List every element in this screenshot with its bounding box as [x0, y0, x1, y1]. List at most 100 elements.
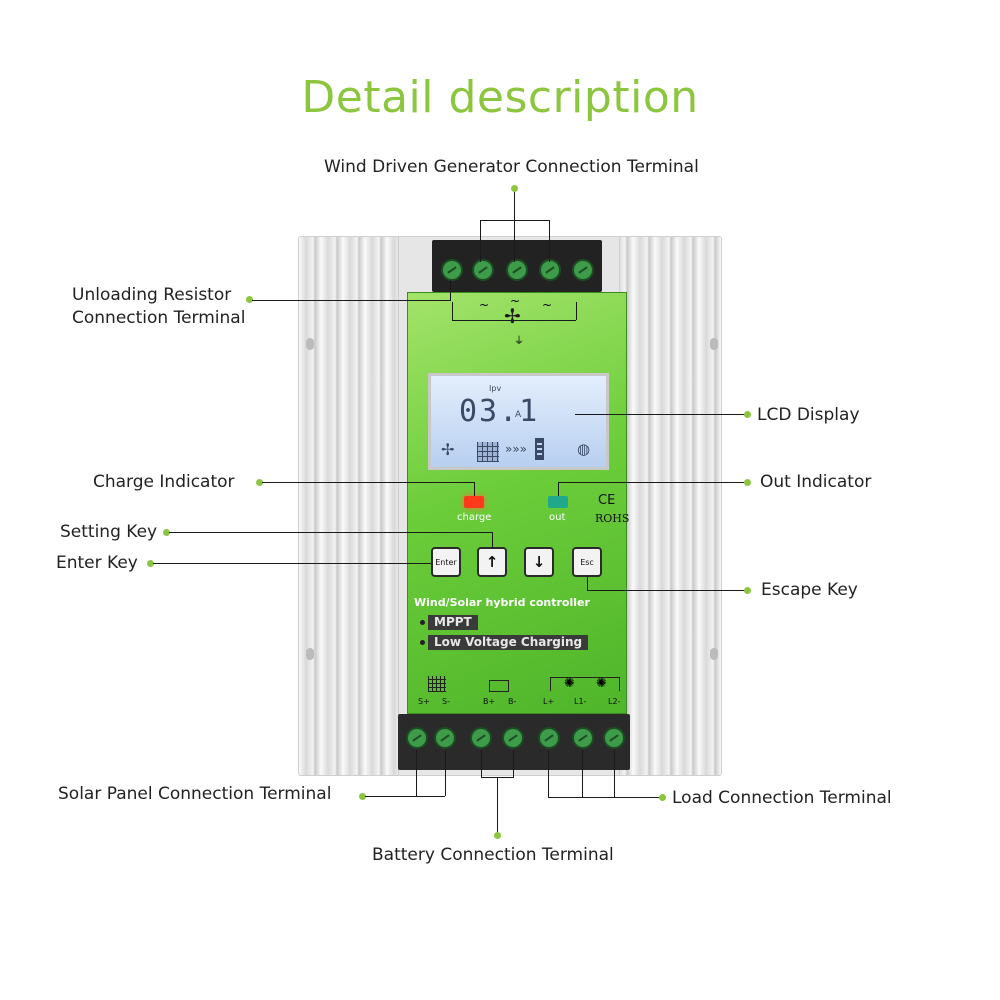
mppt-badge: MPPT: [428, 615, 478, 630]
callout-dot: [744, 479, 751, 486]
callout-setting-key: Setting Key: [60, 522, 158, 542]
charge-led: [464, 496, 484, 508]
leader-line: [450, 280, 451, 301]
callout-dot: [744, 411, 751, 418]
out-led: [548, 496, 568, 508]
callout-dot: [744, 587, 751, 594]
solar-panel-icon: [428, 676, 446, 692]
port-label-l-plus: L+: [543, 697, 555, 706]
callout-wind-terminal: Wind Driven Generator Connection Termina…: [324, 157, 699, 177]
unload-terminal-screw[interactable]: [472, 259, 494, 281]
battery-terminal-screw[interactable]: [470, 727, 492, 749]
callout-escape-key: Escape Key: [761, 580, 858, 600]
callout-unload-terminal-line1: Unloading Resistor: [72, 285, 232, 305]
callout-dot: [256, 479, 263, 486]
bullet-dot: [420, 640, 425, 645]
solar-panel-icon: [477, 442, 499, 462]
port-label-l2-minus: L2-: [608, 697, 621, 706]
leader-line: [513, 750, 514, 777]
battery-icon: [489, 680, 509, 692]
port-label-l1-minus: L1-: [574, 697, 587, 706]
leader-line: [262, 482, 474, 483]
leader-line: [416, 750, 417, 796]
wind-schematic: ✢ ~ ~ ~ ⏚: [448, 294, 588, 347]
callout-load-terminal: Load Connection Terminal: [672, 788, 892, 808]
product-name: Wind/Solar hybrid controller: [414, 596, 590, 609]
leader-line: [575, 414, 745, 415]
rohs-mark: ROHS: [595, 512, 630, 525]
callout-battery-terminal: Battery Connection Terminal: [372, 845, 614, 865]
callout-charge-indicator: Charge Indicator: [93, 472, 235, 492]
battery-icon: [535, 438, 544, 460]
leader-line: [587, 577, 588, 590]
leader-line: [169, 532, 492, 533]
leader-line: [548, 797, 660, 798]
enter-key[interactable]: Enter: [431, 547, 461, 577]
leader-line: [558, 482, 744, 483]
callout-dot: [246, 296, 253, 303]
lcd-reading: 03.1: [459, 394, 540, 429]
setting-up-key[interactable]: ↑: [477, 547, 507, 577]
heatsink-right: [610, 236, 722, 776]
unload-terminal-screw[interactable]: [441, 259, 463, 281]
callout-out-indicator: Out Indicator: [760, 472, 872, 492]
leader-line: [558, 482, 559, 496]
load-terminal-screw[interactable]: [572, 727, 594, 749]
leader-line: [514, 220, 515, 262]
leader-line: [549, 220, 550, 262]
load-lamp-icon: ✺: [564, 676, 575, 691]
leader-line: [492, 532, 493, 547]
front-panel: [407, 292, 627, 714]
callout-dot: [147, 560, 154, 567]
wind-terminal-screw[interactable]: [572, 259, 594, 281]
lcd-unit: A: [515, 410, 522, 420]
escape-key[interactable]: Esc: [572, 547, 602, 577]
mount-hole: [306, 338, 314, 350]
charging-arrows-icon: »»»: [505, 442, 528, 456]
port-label-b-plus: B+: [483, 697, 496, 706]
page-title: Detail description: [301, 72, 699, 123]
low-voltage-badge: Low Voltage Charging: [428, 635, 589, 650]
ce-mark: CE: [598, 493, 616, 508]
charge-led-label: charge: [457, 512, 492, 523]
load-bracket: [550, 677, 620, 691]
out-led-label: out: [549, 512, 566, 523]
callout-solar-terminal: Solar Panel Connection Terminal: [58, 784, 332, 804]
solar-terminal-screw[interactable]: [406, 727, 428, 749]
mount-hole: [710, 648, 718, 660]
wind-terminal-screw[interactable]: [506, 259, 528, 281]
solar-terminal-screw[interactable]: [434, 727, 456, 749]
lcd-display: Ipv 03.1 A ✢ »»» ◍: [428, 373, 609, 470]
port-label-s-plus: S+: [418, 697, 430, 706]
callout-enter-key: Enter Key: [56, 553, 138, 573]
callout-lcd-display: LCD Display: [757, 405, 860, 425]
mount-hole: [710, 338, 718, 350]
wind-terminal-screw[interactable]: [539, 259, 561, 281]
down-key[interactable]: ↓: [524, 547, 554, 577]
bullet-dot: [420, 620, 425, 625]
load-lamp-icon: ✺: [596, 676, 607, 691]
load-terminal-screw[interactable]: [603, 727, 625, 749]
battery-terminal-screw[interactable]: [502, 727, 524, 749]
callout-dot: [659, 794, 666, 801]
leader-line: [548, 750, 549, 798]
port-label-b-minus: B-: [508, 697, 517, 706]
leader-line: [582, 750, 583, 798]
leader-line: [614, 750, 615, 798]
leader-line: [514, 192, 515, 221]
callout-unload-terminal-line2: Connection Terminal: [72, 308, 246, 328]
load-terminal-screw[interactable]: [538, 727, 560, 749]
leader-line: [445, 750, 446, 796]
port-label-s-minus: S-: [442, 697, 450, 706]
callout-dot: [494, 832, 501, 839]
heatsink-left: [298, 236, 410, 776]
leader-line: [587, 590, 745, 591]
callout-dot: [163, 529, 170, 536]
mount-hole: [306, 648, 314, 660]
leader-line: [497, 777, 498, 832]
lcd-ipv-label: Ipv: [489, 384, 502, 393]
leader-line: [480, 220, 481, 262]
leader-line: [365, 796, 445, 797]
callout-dot: [359, 793, 366, 800]
bulb-icon: ◍: [577, 440, 591, 458]
